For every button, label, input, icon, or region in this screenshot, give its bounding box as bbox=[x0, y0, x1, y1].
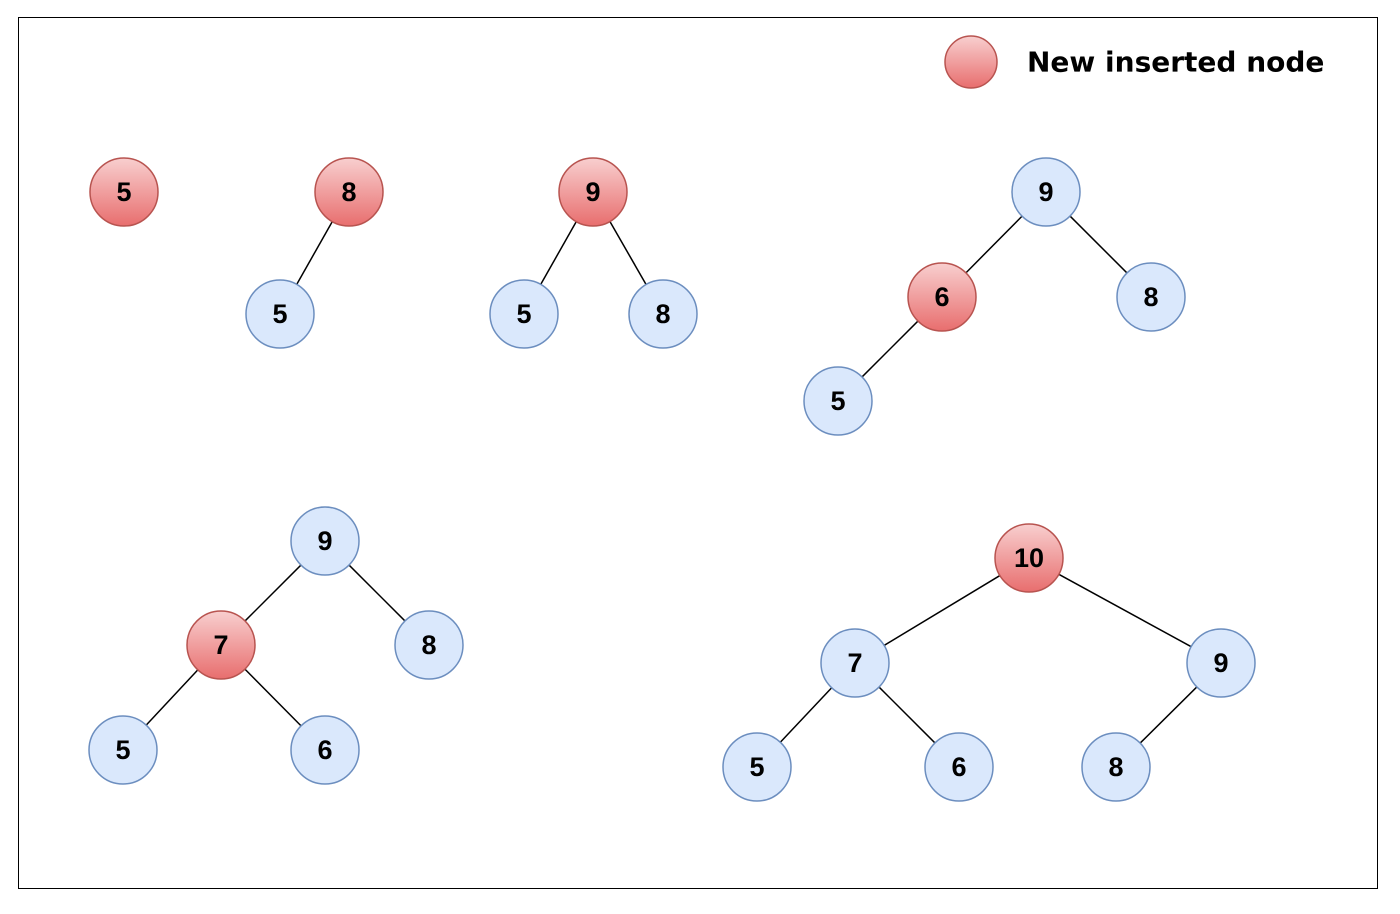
node-value: 7 bbox=[213, 630, 228, 660]
tree-step-5: 9 7 8 5 6 bbox=[88, 506, 464, 785]
tree-edge bbox=[540, 221, 577, 285]
node-value: 8 bbox=[341, 177, 356, 207]
new-inserted-node bbox=[186, 610, 256, 680]
heap-node bbox=[803, 366, 873, 436]
node-value: 7 bbox=[847, 648, 862, 678]
tree-step-1: 5 bbox=[89, 157, 159, 227]
tree-edge bbox=[244, 668, 302, 727]
tree-edge bbox=[1058, 573, 1192, 648]
heap-node bbox=[88, 715, 158, 785]
heap-node bbox=[1011, 157, 1081, 227]
tree-edge bbox=[878, 686, 936, 744]
new-inserted-node bbox=[558, 157, 628, 227]
tree-edge bbox=[779, 687, 833, 743]
node-value: 5 bbox=[272, 299, 287, 329]
new-inserted-node bbox=[907, 262, 977, 332]
tree-edge bbox=[145, 669, 199, 726]
new-inserted-node bbox=[314, 157, 384, 227]
heap-node bbox=[628, 279, 698, 349]
tree-edge bbox=[1069, 215, 1128, 274]
tree-step-2: 85 bbox=[245, 157, 384, 349]
tree-edge bbox=[883, 574, 1001, 647]
node-value: 6 bbox=[934, 282, 949, 312]
heap-node bbox=[1186, 628, 1256, 698]
tree-edge bbox=[965, 215, 1023, 274]
heap-node bbox=[820, 628, 890, 698]
tree-step-3: 9 5 8 bbox=[489, 157, 698, 349]
tree-step-6: 10 7 9 5 6 8 bbox=[722, 523, 1256, 802]
legend-new-node-swatch bbox=[944, 35, 998, 89]
node-value: 6 bbox=[317, 735, 332, 765]
node-value: 9 bbox=[1213, 648, 1228, 678]
node-value: 8 bbox=[1143, 282, 1158, 312]
node-value: 9 bbox=[1038, 177, 1053, 207]
heap-node bbox=[290, 715, 360, 785]
tree-edge bbox=[348, 564, 406, 622]
node-value: 5 bbox=[516, 299, 531, 329]
new-inserted-node bbox=[994, 523, 1064, 593]
heap-node bbox=[1116, 262, 1186, 332]
node-value: 5 bbox=[116, 177, 131, 207]
heap-node bbox=[1081, 732, 1151, 802]
heap-node bbox=[394, 610, 464, 680]
legend-label: New inserted node bbox=[1027, 46, 1324, 79]
node-value: 5 bbox=[115, 735, 130, 765]
heap-node bbox=[489, 279, 559, 349]
heap-node bbox=[722, 732, 792, 802]
node-value: 6 bbox=[951, 752, 966, 782]
node-value: 10 bbox=[1014, 543, 1044, 573]
node-value: 8 bbox=[1108, 752, 1123, 782]
heap-node bbox=[290, 506, 360, 576]
node-value: 9 bbox=[317, 526, 332, 556]
legend: New inserted node bbox=[944, 35, 1324, 89]
node-value: 8 bbox=[655, 299, 670, 329]
node-value: 8 bbox=[421, 630, 436, 660]
tree-step-4: 9 6 8 5 bbox=[803, 157, 1186, 436]
heap-node bbox=[924, 732, 994, 802]
node-value: 9 bbox=[585, 177, 600, 207]
heap-node bbox=[245, 279, 315, 349]
diagram-frame bbox=[18, 17, 1378, 889]
tree-edge bbox=[861, 320, 919, 378]
node-value: 5 bbox=[749, 752, 764, 782]
node-value: 5 bbox=[830, 386, 845, 416]
new-inserted-node bbox=[89, 157, 159, 227]
tree-edge bbox=[609, 221, 647, 285]
tree-edge bbox=[296, 221, 333, 285]
tree-edge bbox=[244, 564, 302, 622]
tree-edge bbox=[1139, 686, 1198, 744]
